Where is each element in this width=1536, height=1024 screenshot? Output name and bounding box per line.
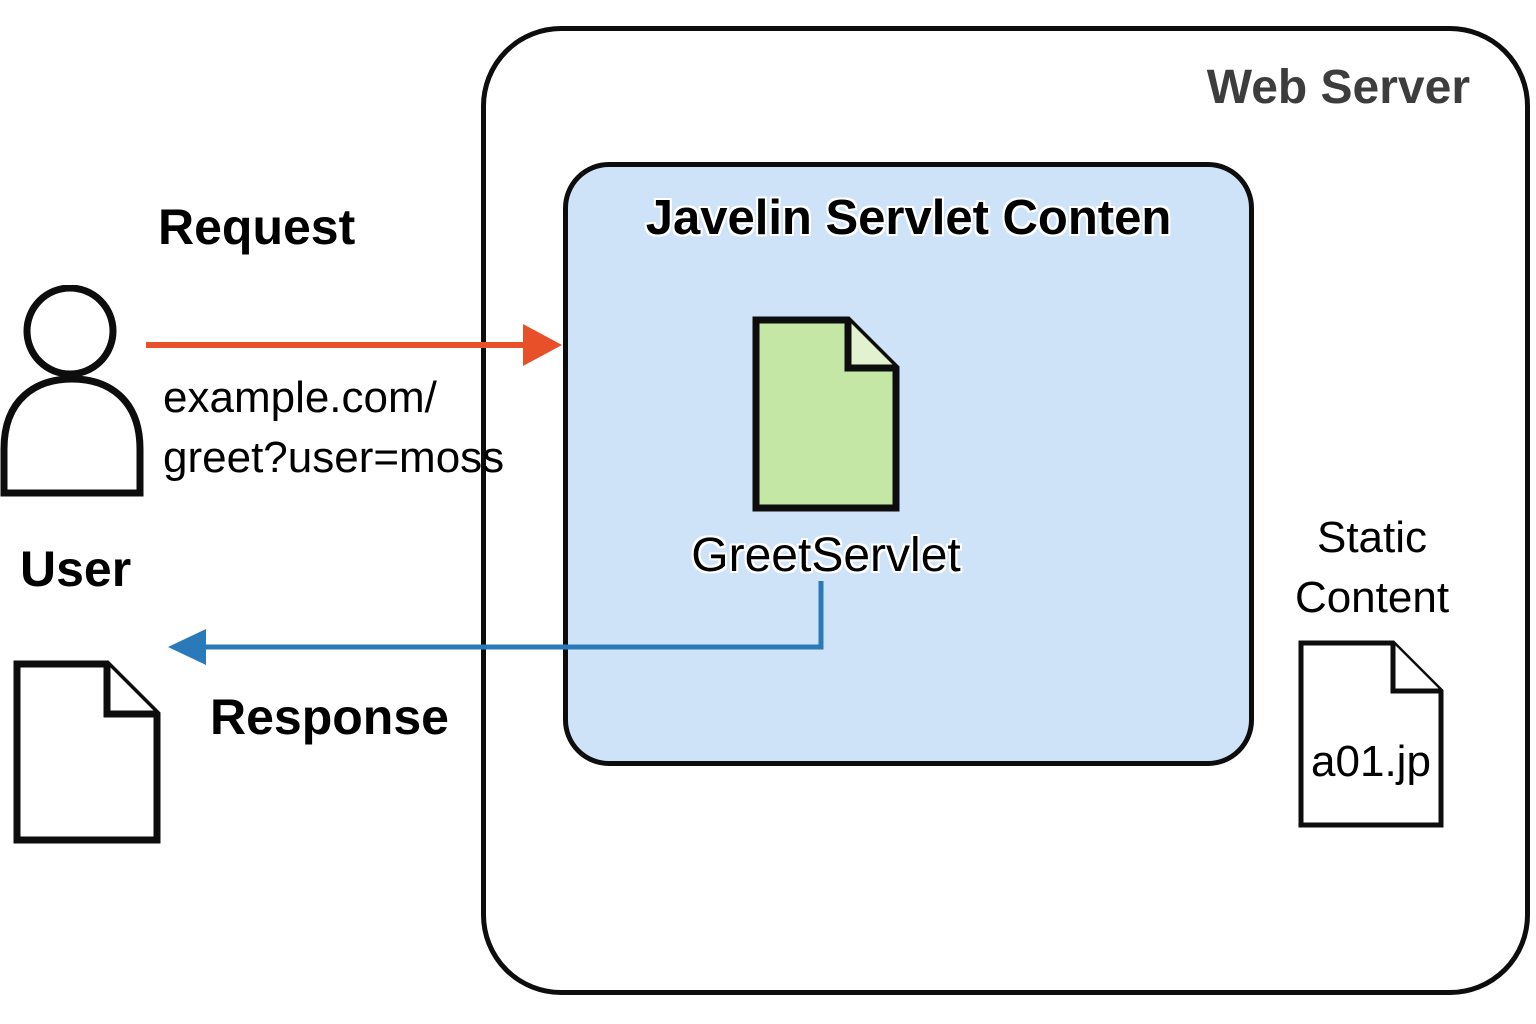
servlet-label: GreetServlet xyxy=(691,529,961,582)
request-label: Request xyxy=(158,199,356,255)
static-document-fold xyxy=(1390,643,1441,694)
request-url-line1: example.com/ xyxy=(163,373,437,422)
request-arrow xyxy=(146,324,562,366)
response-arrowhead xyxy=(168,629,206,665)
response-document-body xyxy=(13,660,161,844)
web-server-label: Web Server xyxy=(1206,61,1470,114)
servlet-document-icon xyxy=(752,316,900,512)
response-arrow-line xyxy=(204,581,824,650)
person-icon xyxy=(0,285,144,497)
static-file-label: a01.jp xyxy=(1311,737,1431,786)
static-content-label: Static Content xyxy=(1294,513,1450,622)
person-head xyxy=(23,285,117,378)
response-label: Response xyxy=(210,689,449,745)
person-body xyxy=(0,375,144,497)
response-document-icon xyxy=(13,660,161,844)
servlet-container-box xyxy=(563,162,1254,766)
user-label: User xyxy=(20,541,132,597)
static-file-document-icon xyxy=(1298,640,1444,828)
response-arrow xyxy=(168,581,824,665)
request-url: example.com/ greet?user=moss xyxy=(163,368,504,488)
servlet-document-fold xyxy=(844,320,896,372)
response-document-fold xyxy=(103,664,157,718)
request-arrowhead xyxy=(523,324,562,366)
servlet-container-title: Javelin Servlet Conten xyxy=(645,191,1172,245)
request-url-line2: greet?user=moss xyxy=(163,433,505,482)
